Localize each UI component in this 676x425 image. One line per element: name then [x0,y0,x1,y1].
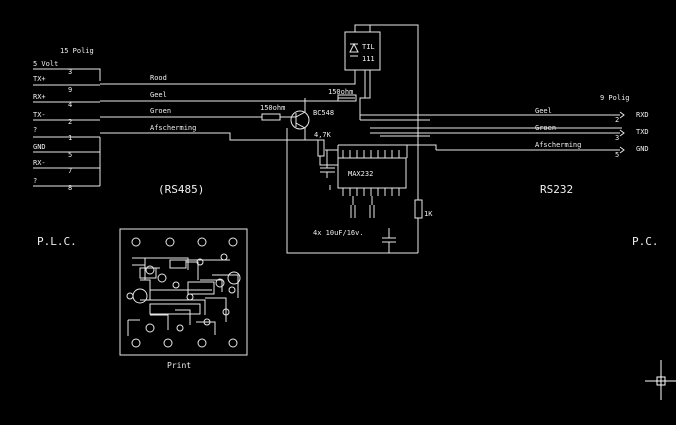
left-signal-unknown-2: ? [33,177,37,185]
transistor-label: BC548 [313,109,334,117]
left-connector: 15 Polig 5 Volt TX+ RX+ TX- ? GND RX- ? … [33,47,101,192]
right-wire-label-geel: Geel [535,107,552,115]
transistor: BC548 [286,98,418,254]
transistor-leads [286,98,418,254]
pcb-print: Print [119,228,248,370]
left-connector-title: 15 Polig [60,47,94,55]
capacitor-4 [382,228,396,253]
wire-label-geel: Geel [150,91,167,99]
left-pin-9: 9 [68,86,72,94]
section-pc: P.C. [632,235,659,248]
crosshair-cursor[interactable] [645,360,676,400]
resistor-47k [317,139,325,157]
optocoupler-diode [349,42,359,57]
pcb-traces [127,257,241,336]
left-signal-unknown-1: ? [33,126,37,134]
right-signal-gnd: GND [636,145,649,153]
pcb-print-label: Print [167,361,191,370]
capacitor-3 [369,196,375,218]
wire-label-afscherming: Afscherming [150,124,196,132]
right-wire-label-afscherming: Afscherming [535,141,581,149]
right-signal-rxd: RXD [636,111,649,119]
right-pin-2: 2 [615,116,619,124]
right-connector-terminals [619,111,625,154]
max232-label: MAX232 [348,170,373,178]
left-signal-rxplus: RX+ [33,93,46,101]
max232-pins [319,119,622,196]
wire-label-groen: Groen [150,107,171,115]
wire-geel [100,97,355,102]
resistor-150-top-label: 150ohm [328,88,353,96]
capacitor-label: 4x 10uF/16v. [313,229,364,237]
left-pin-1: 1 [68,134,72,142]
left-pin-4: 4 [68,101,72,109]
resistor-47k-label: 4,7K [314,131,332,139]
optocoupler-body [344,31,381,71]
section-rs232: RS232 [540,183,573,196]
right-connector-title: 9 Polig [600,94,630,102]
optocoupler: TIL 111 [344,24,419,200]
right-pin-3: 3 [615,134,619,142]
left-pin-7: 7 [68,167,72,175]
right-connector: 9 Polig 2 3 5 RXD TXD GND [600,94,649,159]
left-pin-8: 8 [68,184,72,192]
optocoupler-leads [354,24,419,200]
resistor-1k-label: 1K [424,210,433,218]
resistor-150-mid [261,113,281,121]
resistor-150-mid-label: 150ohm [260,104,285,112]
left-signal-5volt: 5 Volt [33,60,58,68]
right-signal-txd: TXD [636,128,649,136]
capacitor-2 [350,196,356,218]
left-signal-rxminus: RX- [33,159,46,167]
max232-body [337,157,407,189]
rs485-wiring: Rood Geel Groen Afscherming [100,70,356,141]
resistor-150-top [337,94,357,102]
left-pin-3: 3 [68,68,72,76]
resistors: 150ohm 150ohm 4,7K 1K [260,88,433,253]
pcb-mounting-holes [126,237,238,348]
left-pin-2: 2 [68,118,72,126]
max232-ic: MAX232 [319,119,622,196]
wire-label-rood: Rood [150,74,167,82]
left-signal-txplus: TX+ [33,75,46,83]
capacitor-1 [320,150,335,178]
optocoupler-label-2: 111 [362,55,375,63]
wire-afscherming [100,132,320,141]
right-pin-5: 5 [615,151,619,159]
transistor-body [290,110,310,130]
wire-rood [100,70,356,85]
resistor-1k [414,199,423,219]
pcb-outline [119,228,248,356]
section-rs485: (RS485) [158,183,204,196]
left-pin-leads [33,68,101,187]
section-plc: P.L.C. [37,235,77,248]
capacitors: 4x 10uF/16v. [313,150,396,253]
right-wire-label-groen: Groen [535,124,556,132]
left-signal-txminus: TX- [33,111,46,119]
optocoupler-label-1: TIL [362,43,375,51]
left-pin-5: 5 [68,151,72,159]
left-signal-gnd: GND [33,143,46,151]
max232-bus [337,144,408,158]
rs232-wiring: Geel Groen Afscherming [360,107,620,151]
